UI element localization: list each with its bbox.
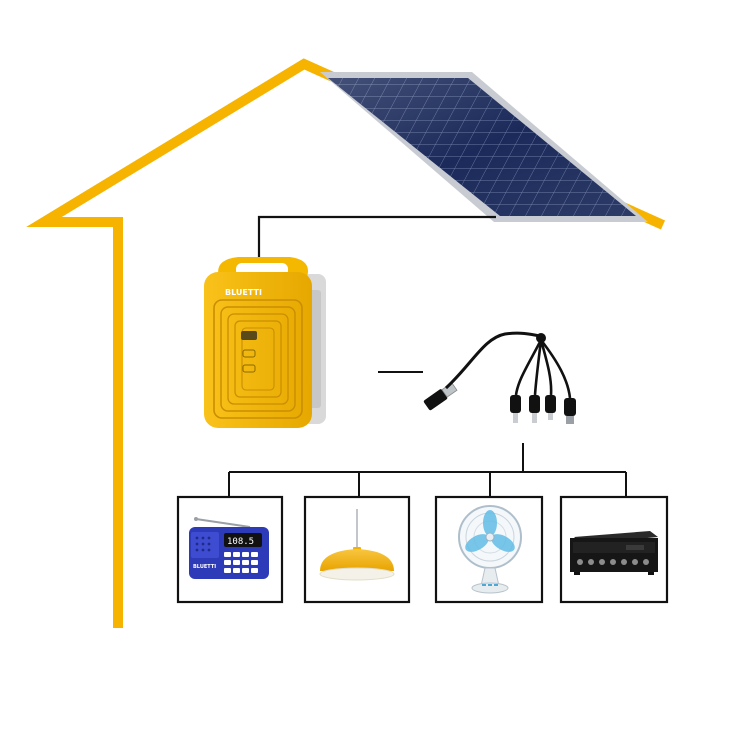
radio-icon: 108.5 BLUETTI — [189, 517, 269, 579]
appliance-box-fan — [434, 495, 544, 604]
panel-to-station-wire — [257, 215, 496, 262]
pendant-lamp-icon — [319, 509, 395, 581]
appliance-box-amplifier — [559, 495, 669, 604]
power-station-icon: BLUETTI — [204, 257, 326, 428]
desk-fan-icon — [458, 505, 522, 594]
radio-display-text: 108.5 — [227, 537, 254, 547]
usb-multi-cable-icon — [423, 331, 576, 424]
appliance-box-lamp — [303, 495, 411, 604]
distribution-wires — [228, 443, 627, 497]
solar-panel-icon — [320, 72, 648, 222]
amplifier-icon — [570, 531, 658, 575]
appliance-box-radio: 108.5 BLUETTI — [176, 495, 284, 604]
radio-brand-label: BLUETTI — [193, 564, 216, 570]
station-brand-label: BLUETTI — [225, 288, 262, 297]
